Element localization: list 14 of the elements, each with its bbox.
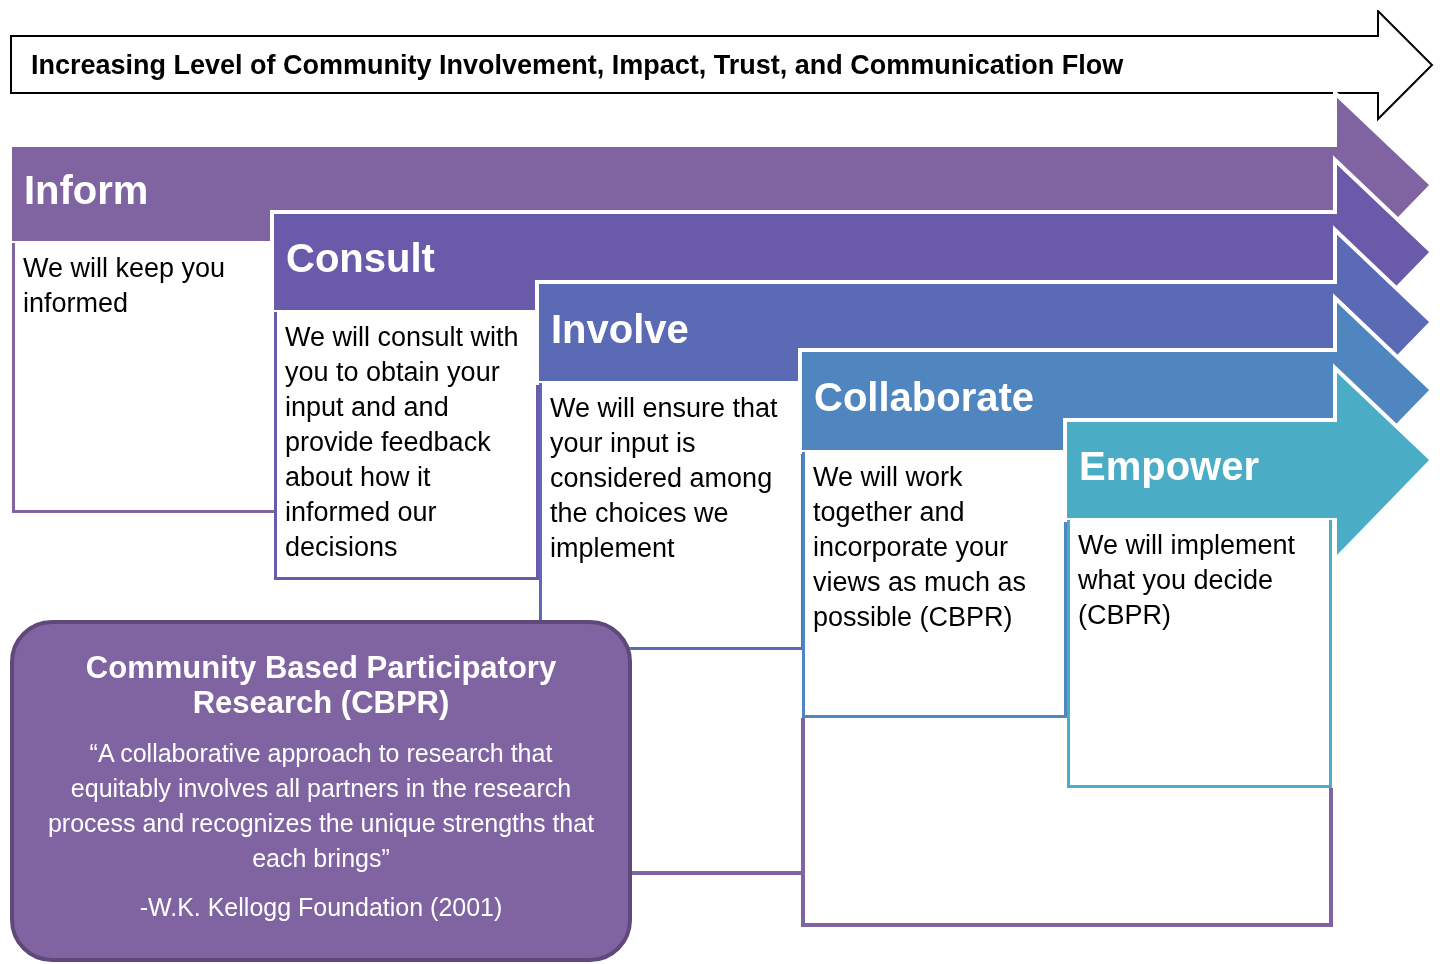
- description-text: We will ensure that your input is considered among the choices we implement: [550, 392, 779, 565]
- description-text: We will keep you informed: [23, 252, 227, 320]
- description-text: We will implement what you decide (CBPR): [1078, 529, 1297, 632]
- step-heading: Involve: [551, 306, 689, 352]
- step-heading: Collaborate: [814, 375, 1035, 420]
- step-heading: Empower: [1079, 444, 1260, 489]
- description-text: We will work together and incorporate your views as much as possible (CBPR): [813, 461, 1028, 634]
- arrow-text: Increasing Level of Community Involvement, Impact, Trust, and Communication Flow: [31, 50, 1124, 81]
- attribution-text: -W.K. Kellogg Foundation (2001): [138, 892, 504, 923]
- description-text: We will consult with you to obtain your input and and provide feedback about how it informed our decisions: [285, 321, 520, 564]
- step-heading: Consult: [286, 236, 435, 281]
- step-heading: Inform: [24, 168, 149, 213]
- info-heading: Community Based Participatory Research (CBPR): [84, 650, 558, 720]
- quote-text: “A collaborative approach to research that equitably involves all partners in the research process and recognizes the unique strengths that each brings”: [46, 738, 596, 874]
